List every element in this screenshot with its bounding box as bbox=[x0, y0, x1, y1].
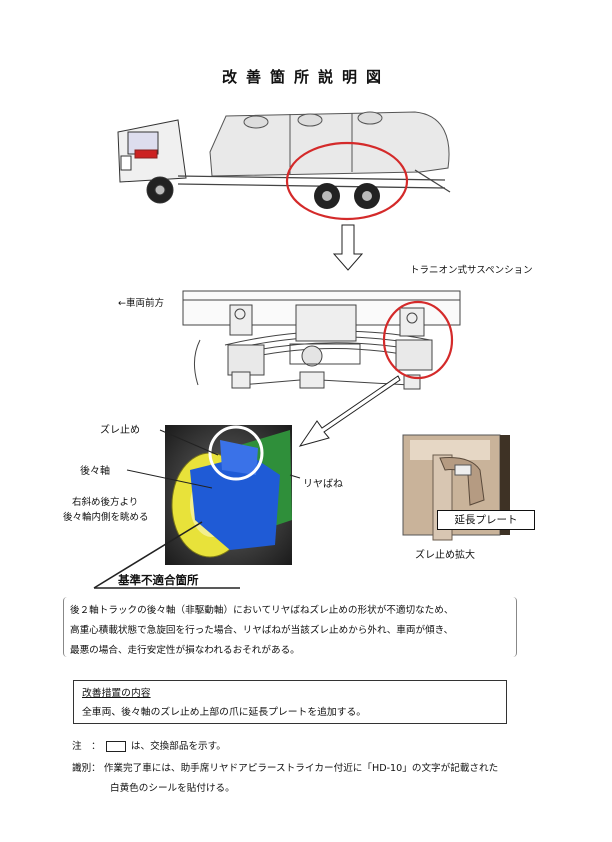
identification-text-1: 作業完了車には、助手席リヤドアピラーストライカー付近に「HD-10」の文字が記載… bbox=[103, 763, 499, 774]
measures-box bbox=[73, 680, 507, 724]
description-line-2: 高重心積載状態で急旋回を行った場合、リヤばねが当該ズレ止めから外れ、車両が傾き、 bbox=[70, 625, 454, 636]
extension-plate-label: 延長プレート bbox=[437, 510, 535, 530]
truck-cab bbox=[117, 119, 187, 204]
part-indicator-box-icon bbox=[105, 740, 126, 752]
view-note-line2: 後々輪内側を眺める bbox=[63, 512, 149, 523]
description-line-1: 後２軸トラックの後々軸（非駆動軸）においてリヤばねズレ止めの形状が不適切なため、 bbox=[70, 605, 454, 616]
measures-body: 全車両、後々軸のズレ止め上部の爪に延長プレートを追加する。 bbox=[82, 707, 367, 718]
vehicle-front-label: ←車両前方 bbox=[118, 298, 164, 309]
page-title: 改善箇所説明図 bbox=[221, 68, 390, 86]
rear-rear-axle-label: 後々軸 bbox=[80, 466, 110, 477]
measures-heading: 改善措置の内容 bbox=[82, 688, 151, 699]
nonconformity-label: 基準不適合箇所 bbox=[118, 573, 199, 587]
truck-rear-wheels bbox=[314, 183, 380, 209]
note-text: は、交換部品を示す。 bbox=[130, 741, 226, 752]
description-bracket bbox=[63, 597, 517, 657]
identification-prefix: 識別： bbox=[72, 763, 101, 774]
diagonal-arrow bbox=[298, 375, 401, 447]
note-prefix: 注 ： bbox=[72, 741, 101, 752]
description-paragraph: 後２軸トラックの後々軸（非駆動軸）においてリヤばねズレ止めの形状が不適切なため、… bbox=[70, 601, 518, 661]
description-line-3: 最悪の場合、走行安定性が損なわれるおそれがある。 bbox=[70, 645, 300, 656]
identification-text-2: 白黄色のシールを貼付ける。 bbox=[110, 783, 235, 794]
leaf-spring-label: リヤばね bbox=[303, 479, 343, 490]
note-line: 注 ： は、交換部品を示す。 bbox=[72, 738, 226, 752]
highlight-ellipse-truck bbox=[285, 141, 409, 221]
slip-stopper-enlarged-caption: ズレ止め拡大 bbox=[415, 550, 475, 561]
view-note-line1: 右斜め後方より bbox=[72, 497, 139, 508]
truck-chassis bbox=[177, 169, 451, 193]
slip-stopper-label: ズレ止め bbox=[100, 425, 140, 436]
down-arrow bbox=[332, 224, 364, 271]
identification-line: 識別： 作業完了車には、助手席リヤドアピラーストライカー付近に「HD-10」の文… bbox=[72, 760, 498, 774]
suspension-type-label: トラニオン式サスペンション bbox=[410, 265, 533, 276]
highlight-ellipse-suspension bbox=[382, 300, 454, 380]
